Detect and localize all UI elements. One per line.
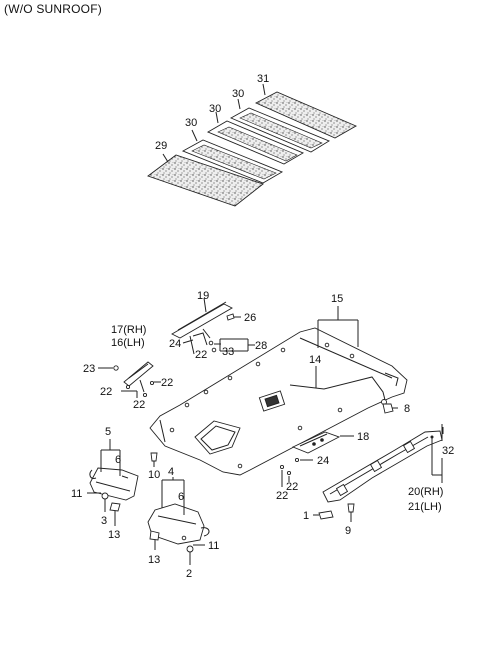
callout-18: 18	[357, 431, 369, 443]
callout-23: 23	[83, 363, 95, 375]
visor-holder-16-17	[98, 361, 161, 398]
callout-13: 13	[108, 529, 120, 541]
headliner-front-cutout	[194, 420, 241, 455]
callout-21: 21(LH)	[408, 501, 442, 513]
map-lamp-18	[279, 431, 354, 487]
headliner-panel	[149, 327, 408, 476]
callout-15: 15	[331, 293, 343, 305]
callout-28: 28	[255, 340, 267, 352]
callout-10: 10	[148, 469, 160, 481]
callout-30: 30	[185, 117, 197, 129]
bracket-19	[171, 297, 255, 355]
callout-17: 17(RH)	[111, 324, 146, 336]
callout-29: 29	[155, 140, 167, 152]
roof-side-trim-20-21	[313, 424, 444, 522]
callout-22: 22	[286, 481, 298, 493]
callout-22: 22	[161, 377, 173, 389]
callout-32: 32	[442, 445, 454, 457]
callout-30: 30	[232, 88, 244, 100]
callout-14: 14	[309, 354, 321, 366]
pad-30-front-inner	[191, 144, 277, 180]
callout-33: 33	[222, 346, 234, 358]
sun-visor-4	[147, 477, 210, 565]
callout-8: 8	[404, 403, 410, 415]
callout-11: 11	[71, 488, 82, 500]
callout-22: 22	[100, 386, 112, 398]
callout-16: 16(LH)	[111, 337, 145, 349]
callout-6: 6	[178, 491, 184, 503]
callout-4: 4	[168, 466, 174, 478]
callout-13: 13	[148, 554, 160, 566]
callout-20: 20(RH)	[408, 486, 443, 498]
callout-22: 22	[133, 399, 145, 411]
holder-10	[150, 452, 158, 467]
callout-24: 24	[169, 338, 181, 350]
callout-numbers: 29 30 30 30 31 19 26 15 17(RH) 16(LH) 24…	[71, 73, 454, 580]
pad-31	[254, 91, 358, 139]
callout-22: 22	[276, 490, 288, 502]
callout-2: 2	[186, 568, 192, 580]
callout-5: 5	[105, 426, 111, 438]
pad-30-rear-inner	[239, 112, 323, 149]
callout-31: 31	[257, 73, 269, 85]
callout-24: 24	[317, 455, 329, 467]
diagram-title: (W/O SUNROOF)	[4, 2, 102, 16]
pad-29	[147, 154, 264, 207]
callout-3: 3	[101, 515, 107, 527]
pad-30-mid-inner	[217, 126, 298, 162]
callout-6: 6	[115, 454, 121, 466]
insulation-pads	[147, 83, 358, 207]
callout-19: 19	[197, 290, 209, 302]
sun-visor-5	[87, 439, 139, 526]
callout-1: 1	[303, 510, 309, 522]
headliner-clips	[169, 342, 355, 469]
callout-26: 26	[244, 312, 256, 324]
callout-30: 30	[209, 103, 221, 115]
callout-9: 9	[345, 525, 351, 537]
callout-22: 22	[195, 349, 207, 361]
callout-11: 11	[208, 540, 219, 552]
